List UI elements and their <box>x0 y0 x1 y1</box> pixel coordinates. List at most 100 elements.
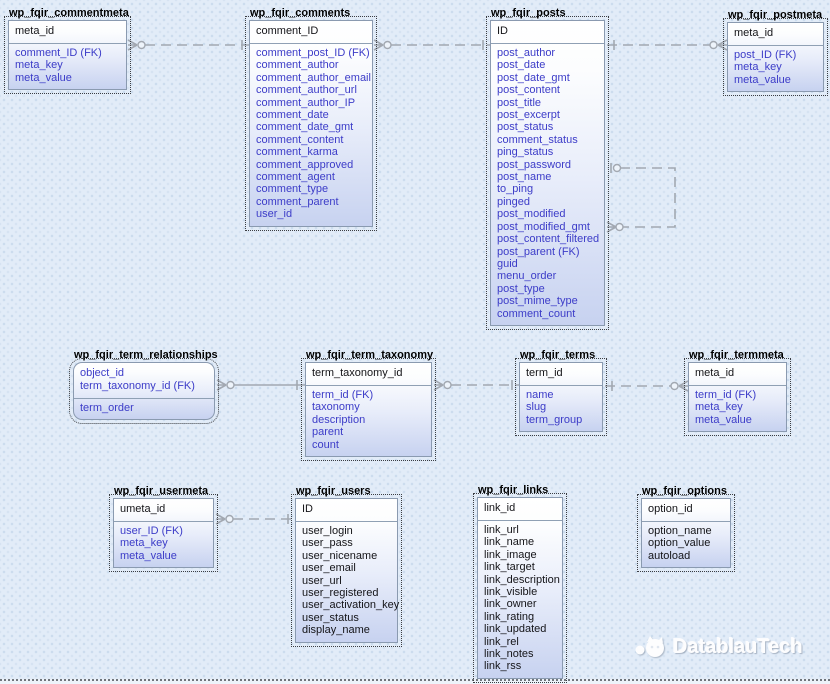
entity-attribute[interactable]: user_id <box>256 208 293 221</box>
entity-attribute[interactable]: autoload <box>648 549 691 562</box>
entity-attribute[interactable]: guid <box>497 257 518 270</box>
entity-attribute[interactable]: user_registered <box>302 587 379 600</box>
entity-attribute[interactable]: link_rss <box>484 660 522 673</box>
entity-attribute[interactable]: post_content_filtered <box>497 233 600 246</box>
entity-attribute[interactable]: link_description <box>484 573 560 586</box>
entity-attribute[interactable]: post_mime_type <box>497 295 578 308</box>
entity-attribute[interactable]: option_name <box>648 525 712 537</box>
entity-attribute[interactable]: link_updated <box>484 623 547 636</box>
entity-attribute[interactable]: post_content <box>497 84 560 97</box>
entity-attribute[interactable]: post_excerpt <box>497 109 560 122</box>
entity-attribute[interactable]: user_nicename <box>302 549 378 562</box>
entity-attribute[interactable]: term_id <box>526 367 563 379</box>
entity-attribute[interactable]: post_type <box>497 282 545 295</box>
relationship-posts-postmeta[interactable] <box>607 39 728 51</box>
entity-attribute[interactable]: link_rating <box>484 610 535 623</box>
entity-attribute[interactable]: user_status <box>302 611 359 624</box>
entity-attribute[interactable]: user_email <box>302 562 356 575</box>
entity-attribute[interactable]: comment_type <box>256 183 329 196</box>
entity-attribute[interactable]: meta_key <box>695 401 743 414</box>
entity-attribute[interactable]: menu_order <box>497 270 557 283</box>
entity-attribute[interactable]: link_id <box>484 502 516 514</box>
entity-attribute[interactable]: post_status <box>497 121 554 134</box>
relationship-posts-self[interactable] <box>606 163 676 233</box>
entity-attribute[interactable]: comment_status <box>497 133 578 146</box>
relationship-usermeta-users[interactable] <box>215 513 295 525</box>
entity-attribute[interactable]: count <box>312 438 339 451</box>
entity-attribute[interactable]: comment_ID <box>256 25 319 37</box>
entity-attribute[interactable]: option_value <box>648 537 711 550</box>
entity-attribute[interactable]: comment_date <box>256 109 329 122</box>
entity-attribute[interactable]: post_password <box>497 158 571 171</box>
entity-attribute[interactable]: user_pass <box>302 537 353 550</box>
entity-attribute[interactable]: post_date_gmt <box>497 71 570 84</box>
entity-attribute[interactable]: post_modified <box>497 208 566 221</box>
entity-attribute[interactable]: comment_author_email <box>256 71 371 84</box>
entity-attribute[interactable]: link_target <box>484 561 535 574</box>
entity-attribute[interactable]: user_activation_key <box>302 599 400 612</box>
entity-attribute[interactable]: display_name <box>302 624 370 637</box>
entity-attribute[interactable]: comment_date_gmt <box>256 121 354 134</box>
entity-attribute[interactable]: user_login <box>302 525 353 537</box>
entity-attribute[interactable]: link_image <box>484 548 537 561</box>
entity-attribute[interactable]: comment_author_IP <box>256 96 356 109</box>
entity-attribute[interactable]: comment_ID (FK) <box>15 47 102 59</box>
entity-attribute[interactable]: user_url <box>302 574 342 587</box>
relationship-terms-termmeta[interactable] <box>605 380 689 392</box>
entity-attribute[interactable]: meta_value <box>120 549 177 562</box>
entity-attribute[interactable]: term_taxonomy_id (FK) <box>80 380 195 392</box>
entity-attribute[interactable]: post_modified_gmt <box>497 220 590 233</box>
entity-attribute[interactable]: comment_count <box>497 307 576 320</box>
entity-attribute[interactable]: post_ID (FK) <box>734 49 797 61</box>
entity-attribute[interactable]: link_url <box>484 524 519 536</box>
entity-attribute[interactable]: meta_id <box>734 27 774 39</box>
entity-attribute[interactable]: term_order <box>80 402 134 414</box>
entity-attribute[interactable]: meta_key <box>15 59 63 72</box>
entity-attribute[interactable]: term_group <box>526 413 583 426</box>
entity-attribute[interactable]: object_id <box>80 367 125 379</box>
entity-attribute[interactable]: meta_key <box>734 61 782 74</box>
entity-attribute[interactable]: post_date <box>497 59 546 72</box>
entity-attribute[interactable]: meta_key <box>120 537 168 550</box>
entity-attribute[interactable]: comment_author <box>256 59 339 72</box>
entity-attribute[interactable]: option_id <box>648 503 693 515</box>
relationship-commentmeta-comments[interactable] <box>127 39 249 51</box>
entity-attribute[interactable]: post_parent (FK) <box>497 245 580 258</box>
entity-attribute[interactable]: link_notes <box>484 648 534 661</box>
entity-attribute[interactable]: comment_agent <box>256 171 335 184</box>
entity-attribute[interactable]: meta_value <box>734 73 791 86</box>
relationship-termtaxonomy-terms[interactable] <box>433 379 519 391</box>
entity-attribute[interactable]: taxonomy <box>312 401 360 414</box>
entity-attribute[interactable]: post_author <box>497 47 556 59</box>
entity-attribute[interactable]: comment_approved <box>256 158 354 171</box>
entity-attribute[interactable]: slug <box>526 401 547 414</box>
entity-attribute[interactable]: meta_value <box>15 71 72 84</box>
entity-attribute[interactable]: description <box>312 413 366 426</box>
entity-attribute[interactable]: to_ping <box>497 183 534 196</box>
entity-attribute[interactable]: ping_status <box>497 146 554 159</box>
entity-attribute[interactable]: post_title <box>497 96 542 109</box>
entity-attribute[interactable]: term_id (FK) <box>312 389 374 401</box>
entity-attribute[interactable]: ID <box>497 25 508 37</box>
entity-attribute[interactable]: comment_content <box>256 133 344 146</box>
entity-attribute[interactable]: pinged <box>497 195 531 208</box>
relationship-comments-posts[interactable] <box>373 39 490 51</box>
entity-attribute[interactable]: link_rel <box>484 635 519 648</box>
entity-attribute[interactable]: parent <box>312 426 344 439</box>
entity-attribute[interactable]: name <box>526 389 554 401</box>
entity-attribute[interactable]: meta_id <box>695 367 735 379</box>
entity-attribute[interactable]: term_taxonomy_id <box>312 367 403 379</box>
entity-attribute[interactable]: comment_karma <box>256 146 338 159</box>
entity-attribute[interactable]: meta_id <box>15 25 55 37</box>
entity-attribute[interactable]: umeta_id <box>120 503 166 515</box>
entity-attribute[interactable]: link_owner <box>484 598 537 611</box>
